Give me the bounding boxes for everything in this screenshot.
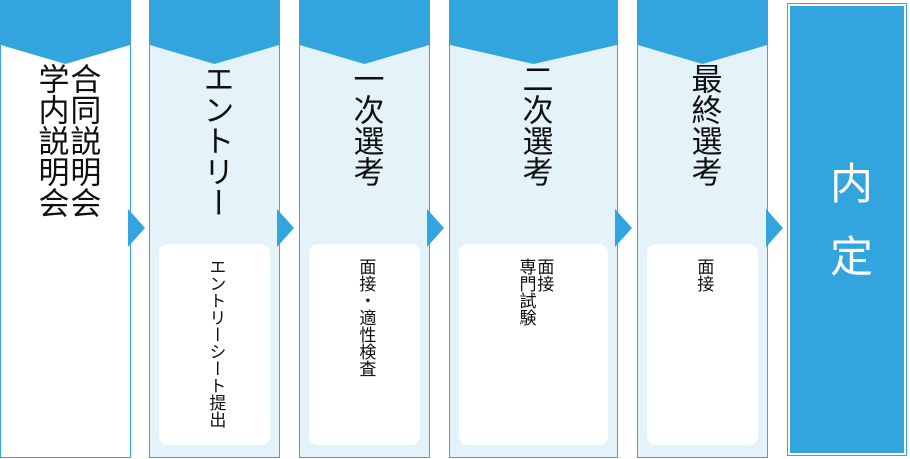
step-column-1[interactable]: 合同説明会 学内説明会 STEP1 xyxy=(0,0,131,459)
result-text-group: 内定 xyxy=(790,161,904,307)
step-1-title-1: 合同説明会 xyxy=(64,63,101,218)
arrow-right-icon-3 xyxy=(427,209,444,247)
step-2-sub-item-1: エントリーシート提出 xyxy=(205,258,226,428)
step-3-sub-card: 面接・適性検査 xyxy=(309,244,420,445)
step-3-sub-items: 面接・適性検査 xyxy=(309,258,420,377)
step-column-3[interactable]: 一次選考 面接・適性検査 STEP3 xyxy=(299,0,699,459)
arrow-right-icon-1 xyxy=(128,209,145,247)
step-5-title-1: 最終選考 xyxy=(685,63,722,187)
step-2-sub-items: エントリーシート提出 xyxy=(159,258,270,428)
step-5-sub-card: 面接 xyxy=(647,244,758,445)
arrow-right-icon-5 xyxy=(766,209,783,247)
step-column-4[interactable]: 二次選考 面接 専門試験 STEP4 xyxy=(449,0,618,459)
step-5-title-group: 最終選考 xyxy=(638,63,767,187)
step-4-sub-item-2: 専門試験 xyxy=(515,258,536,326)
result-label: 内定 xyxy=(822,161,873,307)
step-column-5[interactable]: 最終選考 面接 STEP5 xyxy=(637,0,768,459)
step-5-body: 最終選考 面接 xyxy=(637,0,768,458)
step-5-sub-item-1: 面接 xyxy=(693,258,714,292)
step-4-title-group: 二次選考 xyxy=(450,63,617,187)
step-3-body: 一次選考 面接・適性検査 xyxy=(299,0,430,458)
result-panel-offer[interactable]: 内定 xyxy=(787,3,907,456)
arrow-right-icon-2 xyxy=(277,209,294,247)
step-4-sub-card: 面接 専門試験 xyxy=(459,244,608,445)
step-2-title-1: エントリー xyxy=(197,63,234,218)
step-1-body: 合同説明会 学内説明会 xyxy=(0,0,131,458)
step-3-sub-item-1: 面接・適性検査 xyxy=(355,258,376,377)
step-4-sub-items: 面接 専門試験 xyxy=(459,258,608,326)
step-4-body: 二次選考 面接 専門試験 xyxy=(449,0,618,458)
step-5-sub-items: 面接 xyxy=(647,258,758,292)
step-2-sub-card: エントリーシート提出 xyxy=(159,244,270,445)
step-4-sub-item-1: 面接 xyxy=(533,258,554,292)
step-column-2[interactable]: エントリー エントリーシート提出 STEP2 xyxy=(149,0,399,459)
step-2-title-group: エントリー xyxy=(150,63,279,218)
step-4-title-1: 二次選考 xyxy=(516,63,553,187)
step-2-body: エントリー エントリーシート提出 xyxy=(149,0,280,458)
arrow-right-icon-4 xyxy=(615,209,632,247)
step-1-title-2: 学内説明会 xyxy=(32,63,69,218)
step-3-title-group: 一次選考 xyxy=(300,63,429,187)
step-1-title-group: 合同説明会 学内説明会 xyxy=(1,63,130,218)
step-3-title-1: 一次選考 xyxy=(347,63,384,187)
